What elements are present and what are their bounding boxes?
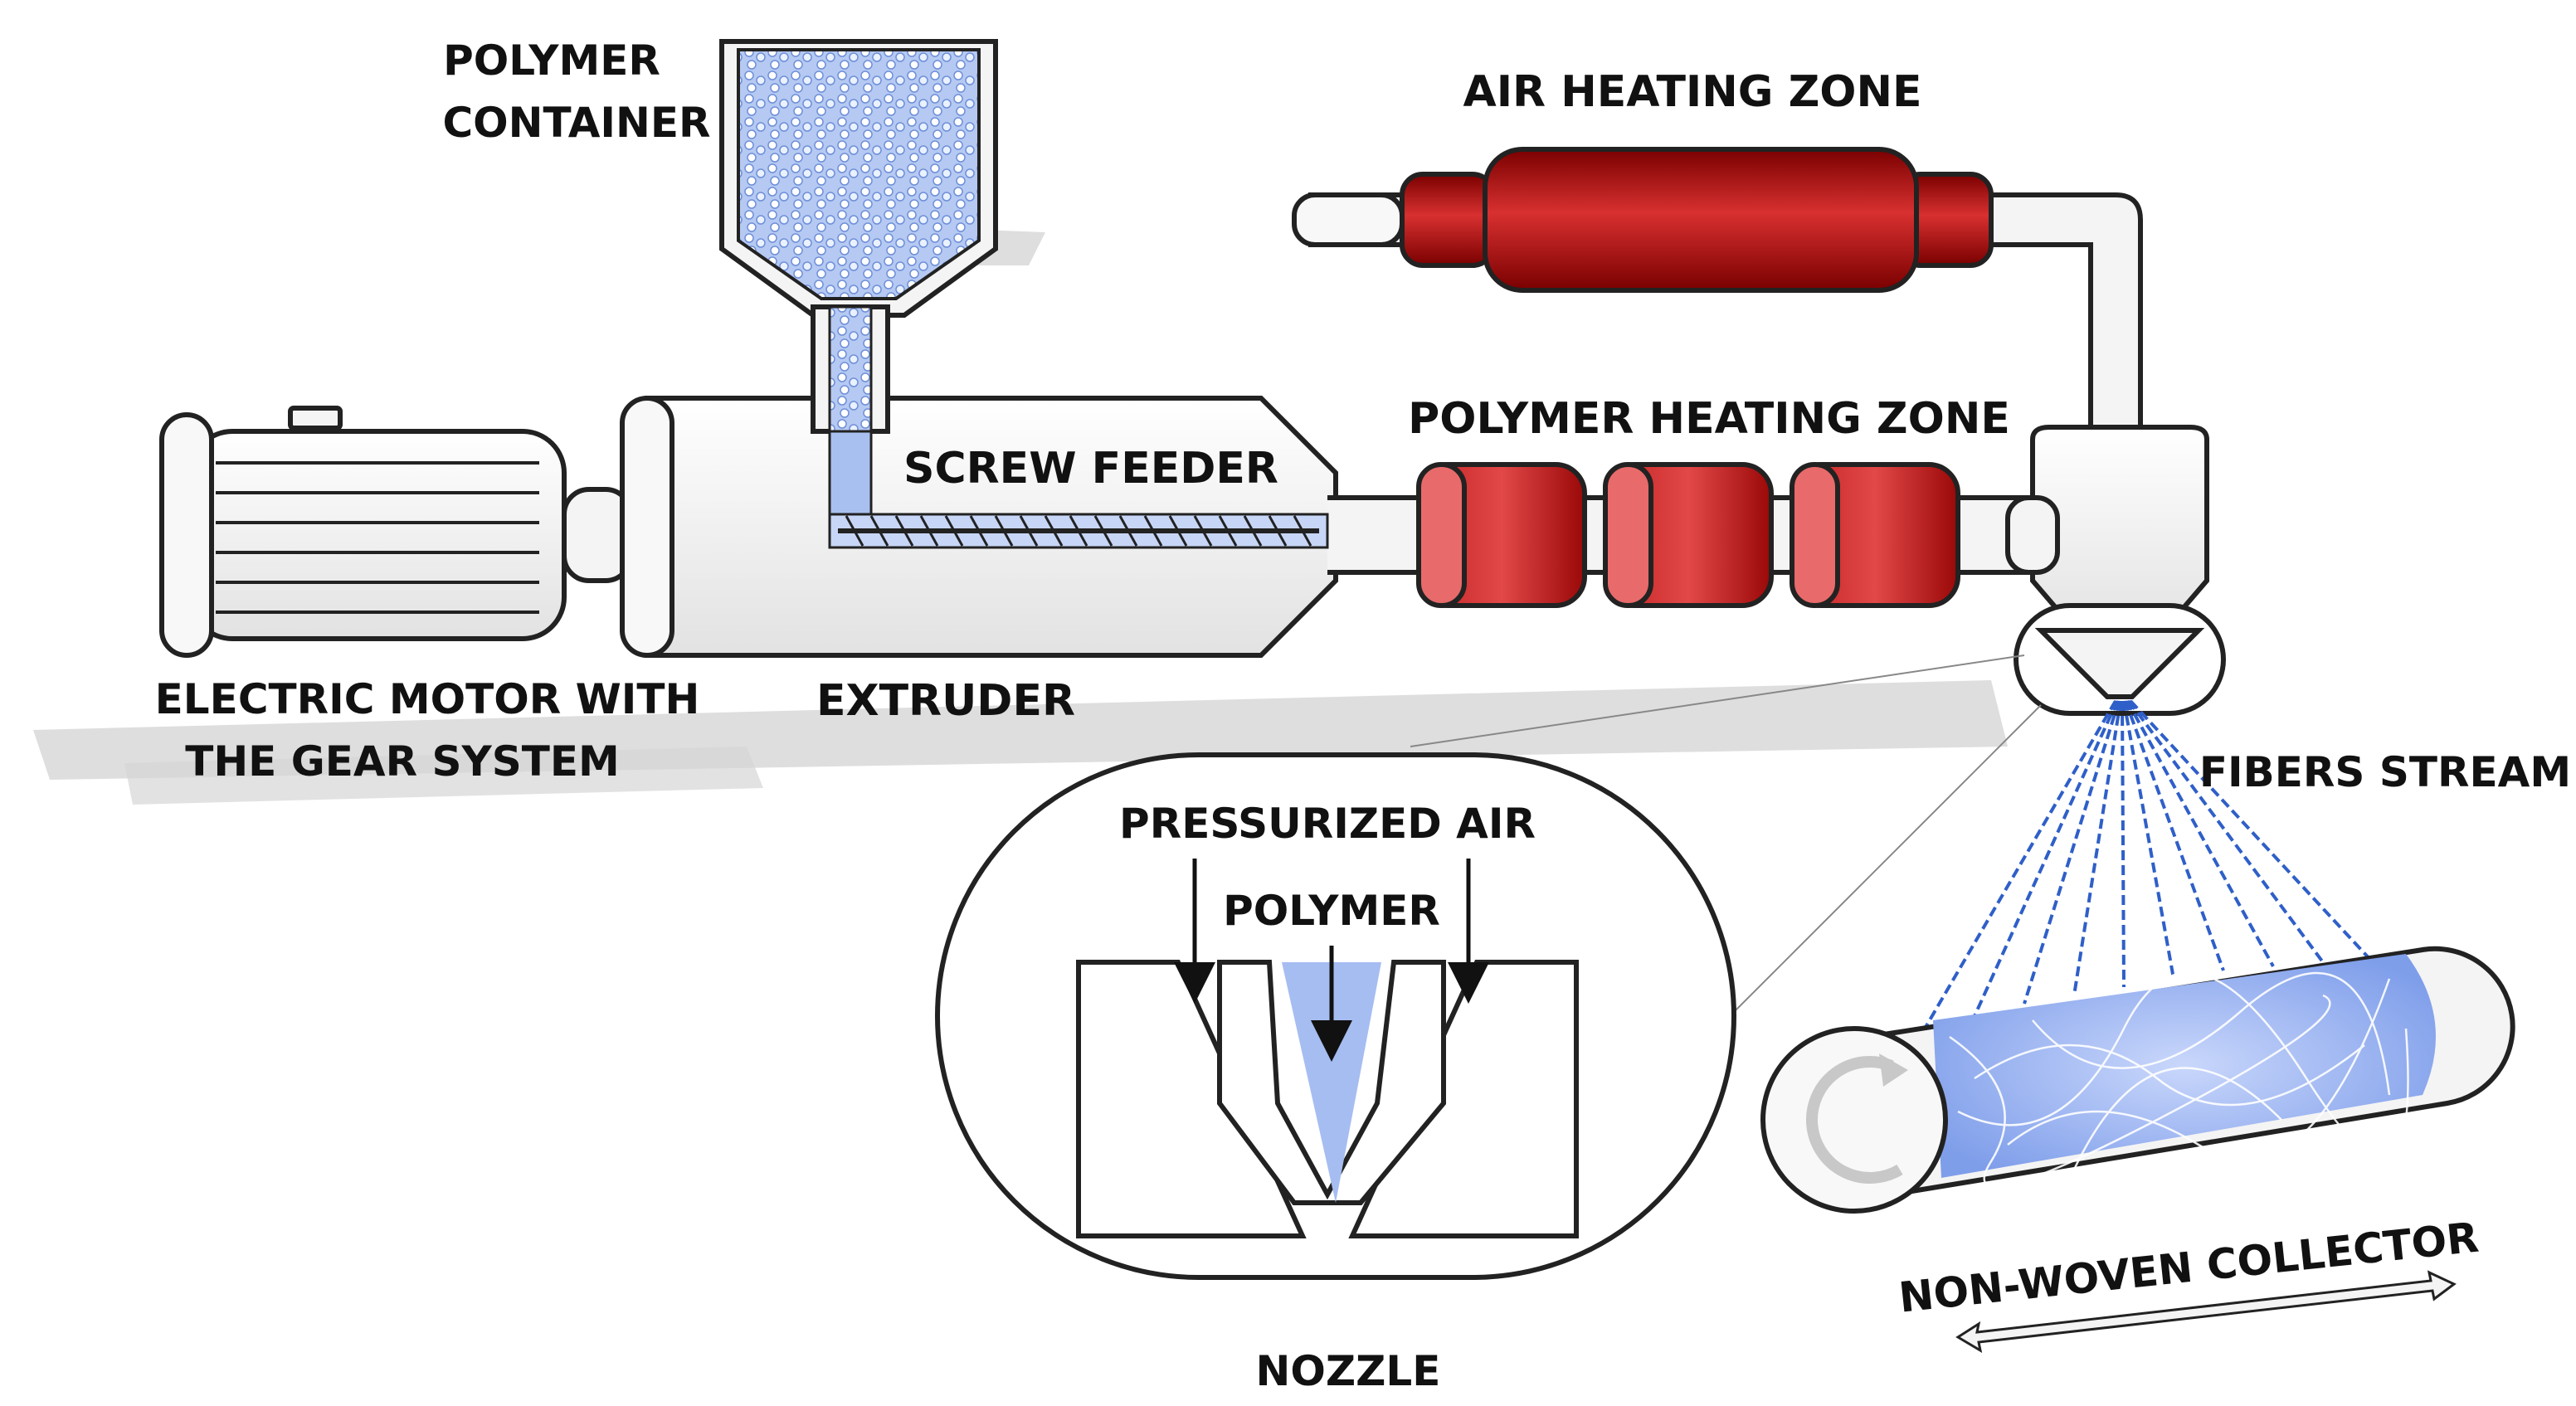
label-air-heating-zone: AIR HEATING ZONE: [1463, 67, 1921, 117]
polymer-container: [719, 39, 998, 541]
heater-1: [1416, 462, 1587, 608]
label-polymer-heating-zone: POLYMER HEATING ZONE: [1408, 394, 2010, 444]
label-motor-1: ELECTRIC MOTOR WITH: [155, 675, 700, 723]
label-non-woven-collector: NON-WOVEN COLLECTOR: [1897, 1214, 2481, 1322]
label-polymer-container-2: CONTAINER: [442, 99, 710, 147]
label-polymer: POLYMER: [1223, 887, 1440, 935]
non-woven-collector: [1760, 946, 2515, 1214]
die-head: [2005, 425, 2226, 716]
label-motor-2: THE GEAR SYSTEM: [185, 737, 620, 786]
collector-motion-arrow: [1955, 1270, 2457, 1354]
heater-3: [1790, 462, 1960, 608]
label-fibers-stream: FIBERS STREAM: [2199, 748, 2571, 796]
fibers-stream: [1923, 699, 2374, 1030]
screw-feeder: [828, 513, 1329, 549]
zoom-lines: [1410, 654, 2042, 1038]
label-pressurized-air: PRESSURIZED AIR: [1119, 800, 1536, 848]
nozzle-detail: [935, 752, 1736, 1280]
air-heating-zone: [1292, 147, 2143, 442]
label-extruder: EXTRUDER: [816, 676, 1075, 726]
label-nozzle: NOZZLE: [1256, 1347, 1441, 1395]
nozzle-arrows: [1174, 859, 1489, 1062]
polymer-heating-zone: [1416, 462, 2060, 608]
heater-2: [1603, 462, 1774, 608]
electric-motor: [159, 406, 633, 658]
label-polymer-container-1: POLYMER: [443, 36, 660, 85]
label-screw-feeder: SCREW FEEDER: [903, 444, 1278, 494]
